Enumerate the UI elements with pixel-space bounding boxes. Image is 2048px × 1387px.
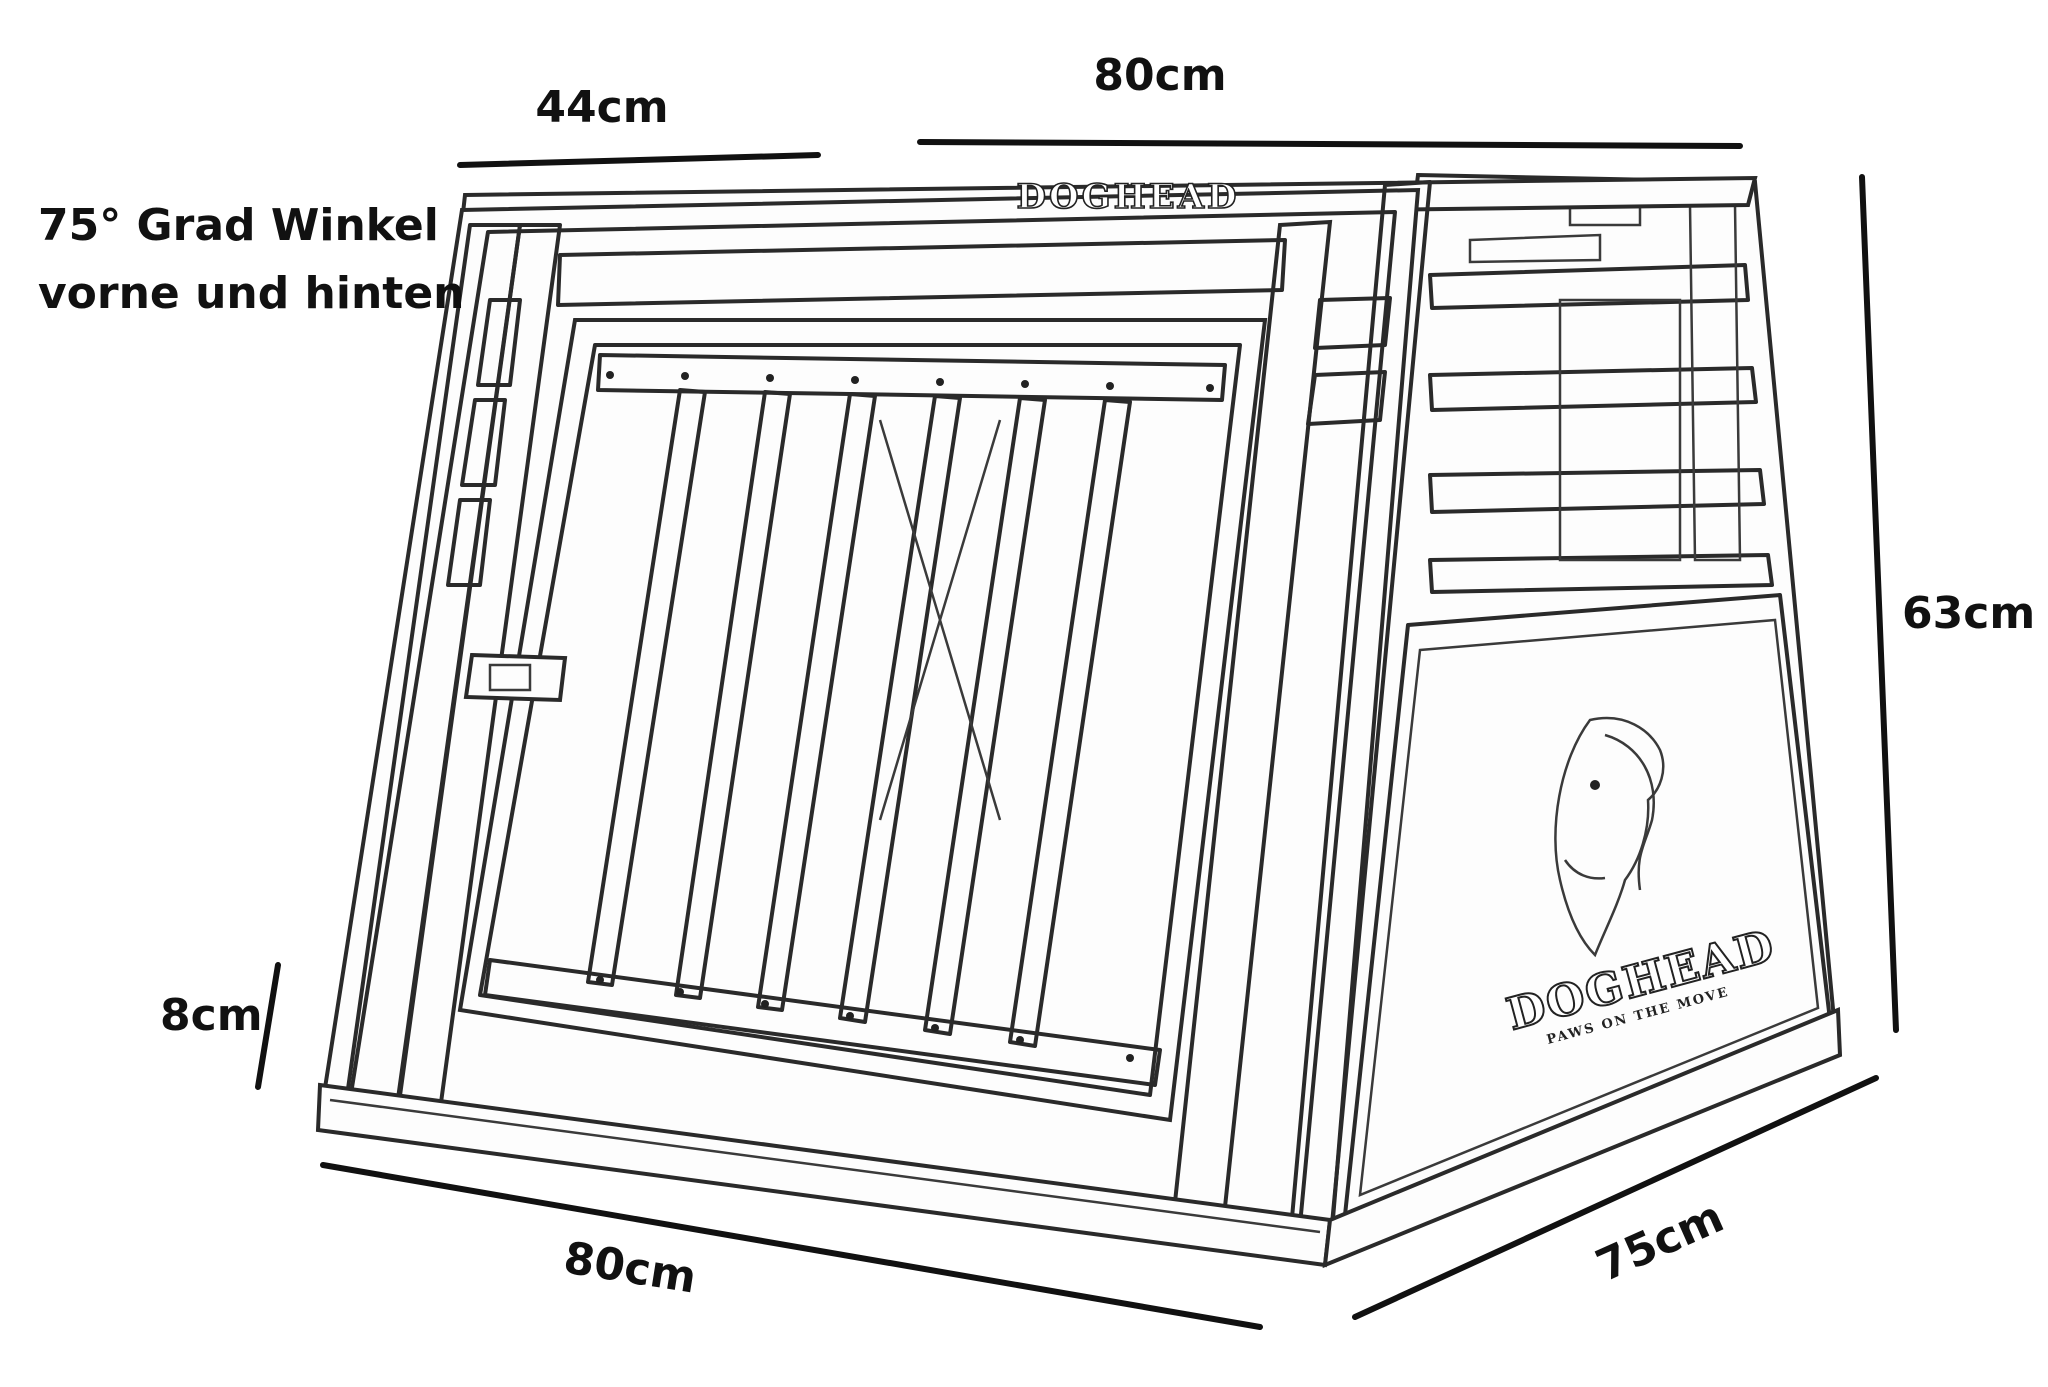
label-depth: 75cm xyxy=(1589,1191,1731,1292)
dim-line-depth xyxy=(1352,1075,1879,1320)
dim-line-top-left xyxy=(457,152,821,168)
crate-illustration: DOGHEAD DOGHEAD PAWS ON THE MOVE xyxy=(315,172,1843,1269)
dog-head-logo-icon xyxy=(1554,716,1665,958)
crate-door xyxy=(457,318,1268,1123)
label-angle-note-line2: vorne und hinten xyxy=(38,268,465,319)
dim-line-top xyxy=(917,139,1743,149)
label-angle-note-line1: 75° Grad Winkel xyxy=(38,200,439,251)
front-left-slots xyxy=(446,298,522,587)
door-latch xyxy=(463,652,568,703)
top-brand-logo: DOGHEAD xyxy=(1016,177,1239,217)
base-side xyxy=(1322,1007,1843,1269)
label-height: 63cm xyxy=(1902,588,2035,639)
label-top-left-width: 44cm xyxy=(535,82,668,133)
label-front-width: 80cm xyxy=(560,1232,700,1303)
dim-line-bottom-height xyxy=(255,962,281,1090)
door-frame xyxy=(457,318,1268,1123)
label-bottom-height: 8cm xyxy=(160,990,263,1041)
dim-line-front xyxy=(320,1162,1263,1330)
side-window-bars xyxy=(1428,193,1774,594)
dim-line-height xyxy=(1859,174,1899,1033)
dimension-lines xyxy=(255,139,1899,1330)
front-right-slots xyxy=(1306,296,1392,426)
label-top-width: 80cm xyxy=(1093,50,1226,101)
